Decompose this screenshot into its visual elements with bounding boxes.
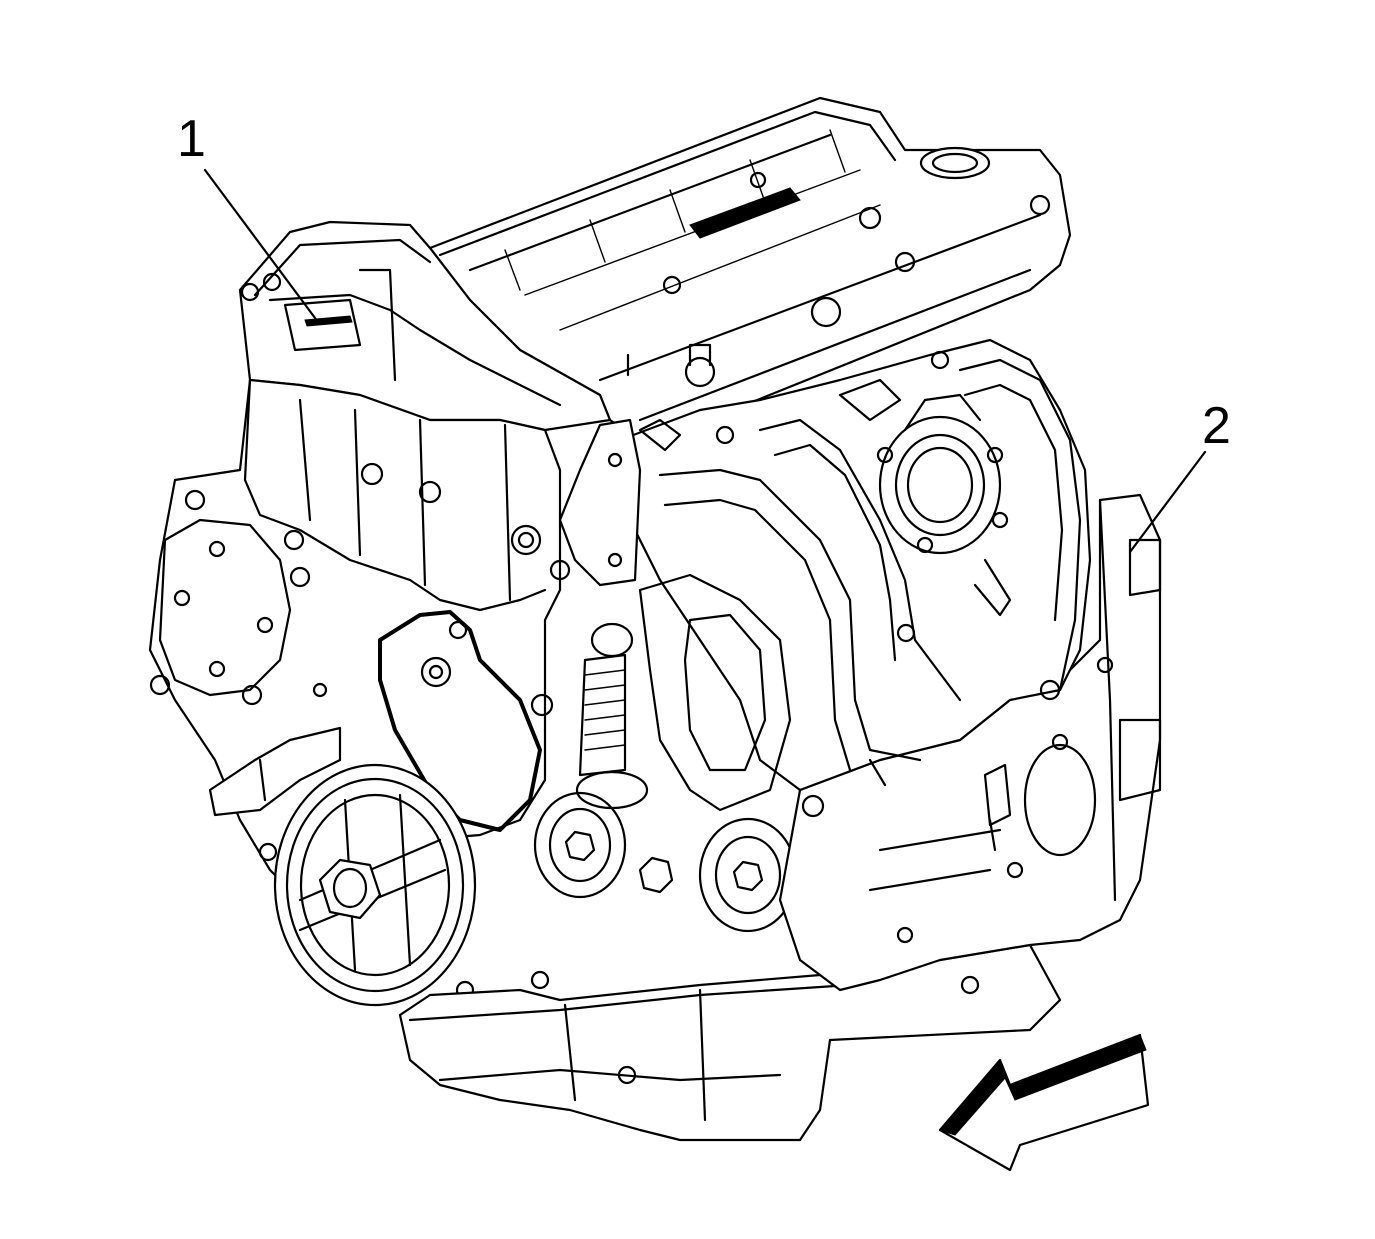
camshaft-cover [428, 96, 1072, 442]
engine-block-rear [778, 493, 1162, 992]
callout-2-label: 2 [1202, 397, 1231, 455]
callout-leaders [203, 168, 1207, 554]
intake-manifold [558, 338, 1092, 818]
crankshaft-balancer [258, 763, 477, 1007]
engine-block-front [148, 378, 571, 902]
timing-cover [238, 220, 612, 432]
oil-pan [398, 943, 1062, 1142]
idler-pulleys [533, 622, 798, 933]
direction-arrow [938, 1033, 1150, 1172]
callout-2-leader [1128, 450, 1207, 554]
callout-1-label: 1 [177, 110, 206, 168]
callout-1-leader [203, 168, 320, 324]
